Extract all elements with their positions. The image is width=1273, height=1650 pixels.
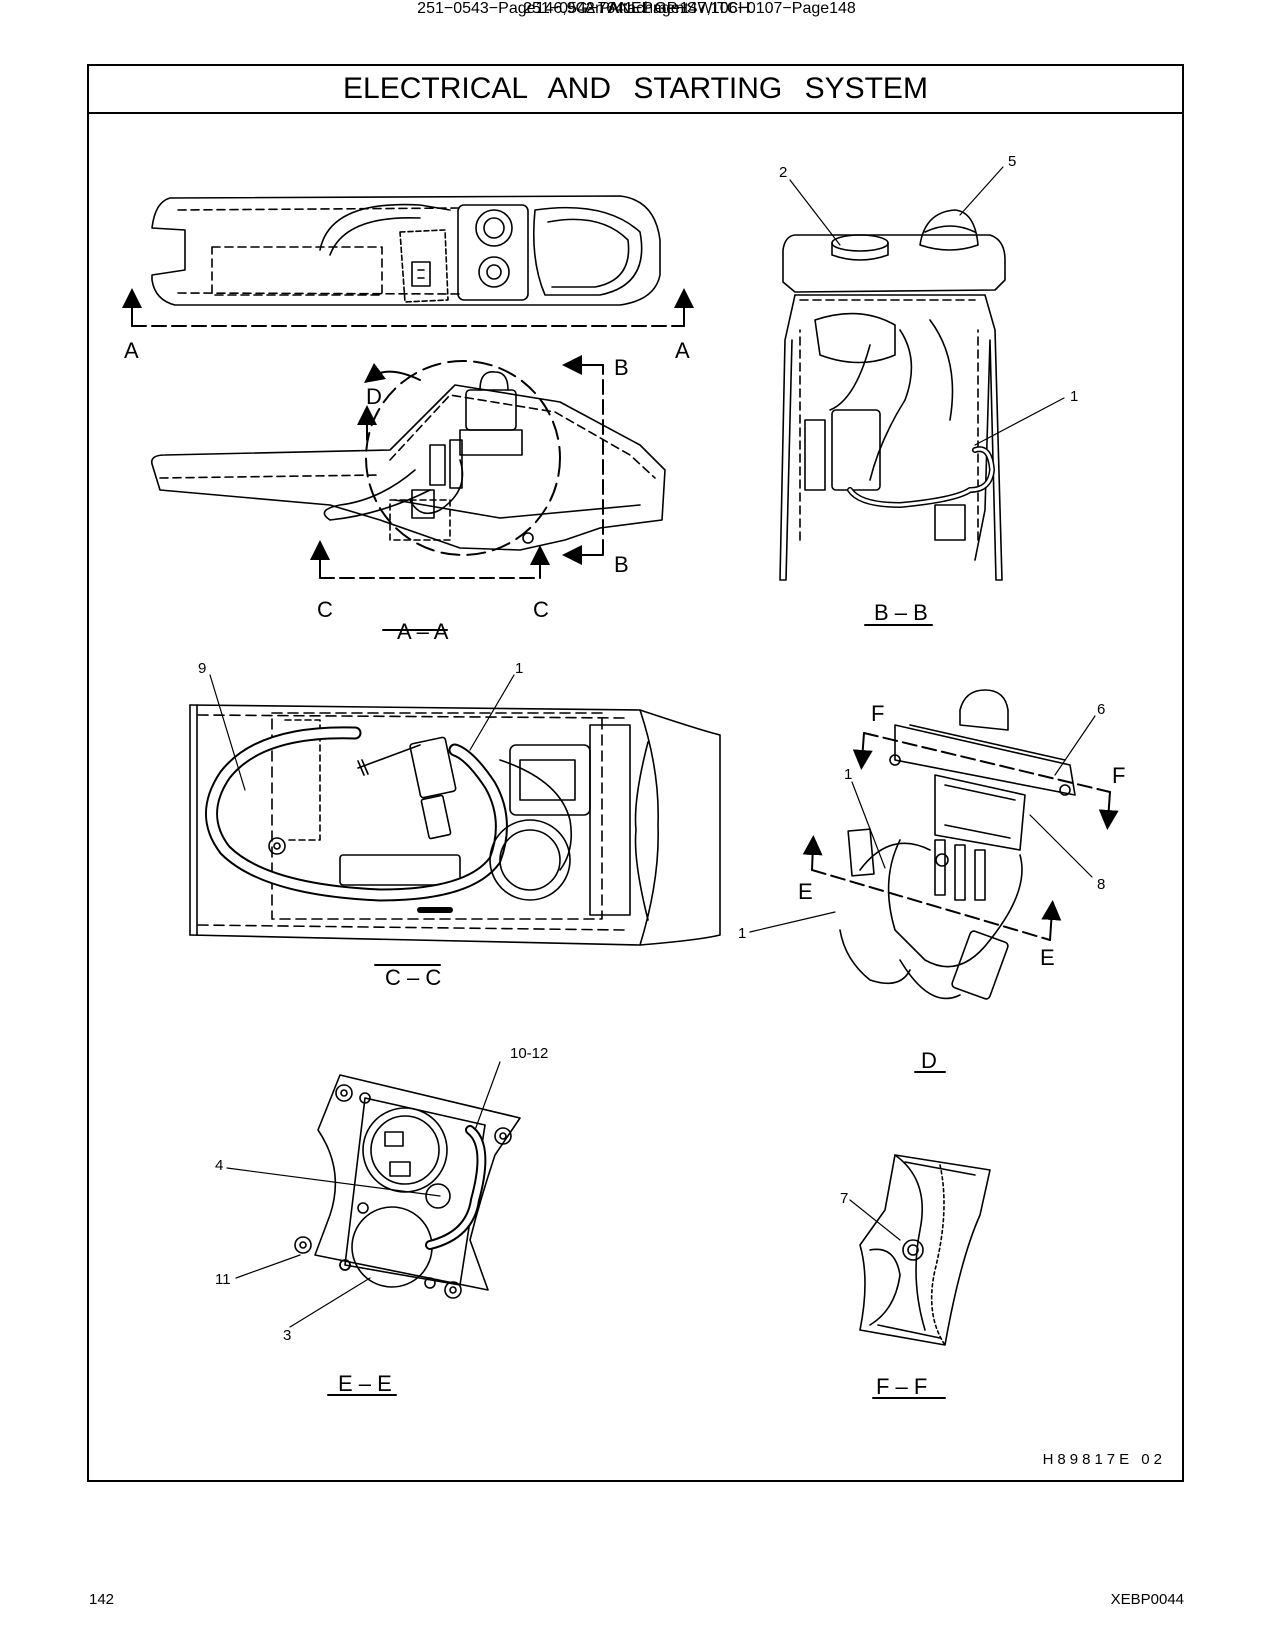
callout-6: 6 (1097, 701, 1105, 718)
section-a-right-letter: A (675, 338, 690, 363)
view-title-a-a: A – A (397, 619, 449, 644)
section-b-bottom-letter: B (614, 552, 629, 577)
drawing-id: H89817E 02 (1042, 1451, 1166, 1468)
section-f-f-drawing (859, 1154, 991, 1399)
callout-5: 5 (1008, 153, 1016, 170)
section-f-left-letter: F (871, 701, 884, 726)
view-title-c-c: C – C (385, 965, 441, 990)
callout-7: 7 (840, 1190, 848, 1207)
page-title: ELECTRICAL AND STARTING SYSTEM (89, 66, 1182, 114)
section-a-left-letter: A (124, 338, 139, 363)
section-e-e-drawing (294, 1074, 521, 1396)
section-e-right-letter: E (1040, 945, 1055, 970)
leader-lines (209, 166, 1096, 1328)
view-title-b-b: B – B (874, 600, 928, 625)
section-e-left-letter: E (798, 879, 813, 904)
page-references: 251−0543−Page146,9G−7641−Page147,106−010… (417, 0, 856, 17)
callout-9: 9 (198, 660, 206, 677)
callout-3: 3 (283, 1327, 291, 1344)
section-c-left-letter: C (317, 597, 333, 622)
attachment-note: An Attachment (584, 0, 689, 17)
callout-11: 11 (215, 1271, 231, 1288)
section-b-b-drawing (779, 209, 1006, 626)
callout-1-d-top: 1 (844, 766, 852, 783)
section-f-right-letter: F (1112, 763, 1125, 788)
callout-4: 4 (215, 1157, 223, 1174)
section-a-a-drawing (150, 355, 666, 631)
callout-10-12: 10-12 (510, 1045, 548, 1062)
callout-2: 2 (779, 164, 787, 181)
view-title-e-e: E – E (338, 1371, 392, 1396)
part-description: 251−0542 PANEL GP−SWITCH (523, 0, 750, 17)
view-title-d: D (921, 1048, 937, 1073)
panel-top-view (122, 195, 694, 327)
section-c-c-drawing (189, 704, 721, 966)
document-code: XEBP0044 (1110, 1591, 1184, 1608)
section-b-top-letter: B (614, 355, 629, 380)
callout-8: 8 (1097, 876, 1105, 893)
detail-d-drawing (802, 689, 1119, 1073)
diagram-frame: ELECTRICAL AND STARTING SYSTEM H89817E 0… (87, 64, 1184, 1482)
section-c-right-letter: C (533, 597, 549, 622)
callout-1-cc: 1 (515, 660, 523, 677)
view-title-f-f: F – F (876, 1374, 927, 1399)
detail-d-letter: D (366, 384, 382, 409)
callout-1-bb: 1 (1070, 388, 1078, 405)
callout-1-d-bottom: 1 (738, 925, 746, 942)
page-number: 142 (89, 1591, 115, 1608)
